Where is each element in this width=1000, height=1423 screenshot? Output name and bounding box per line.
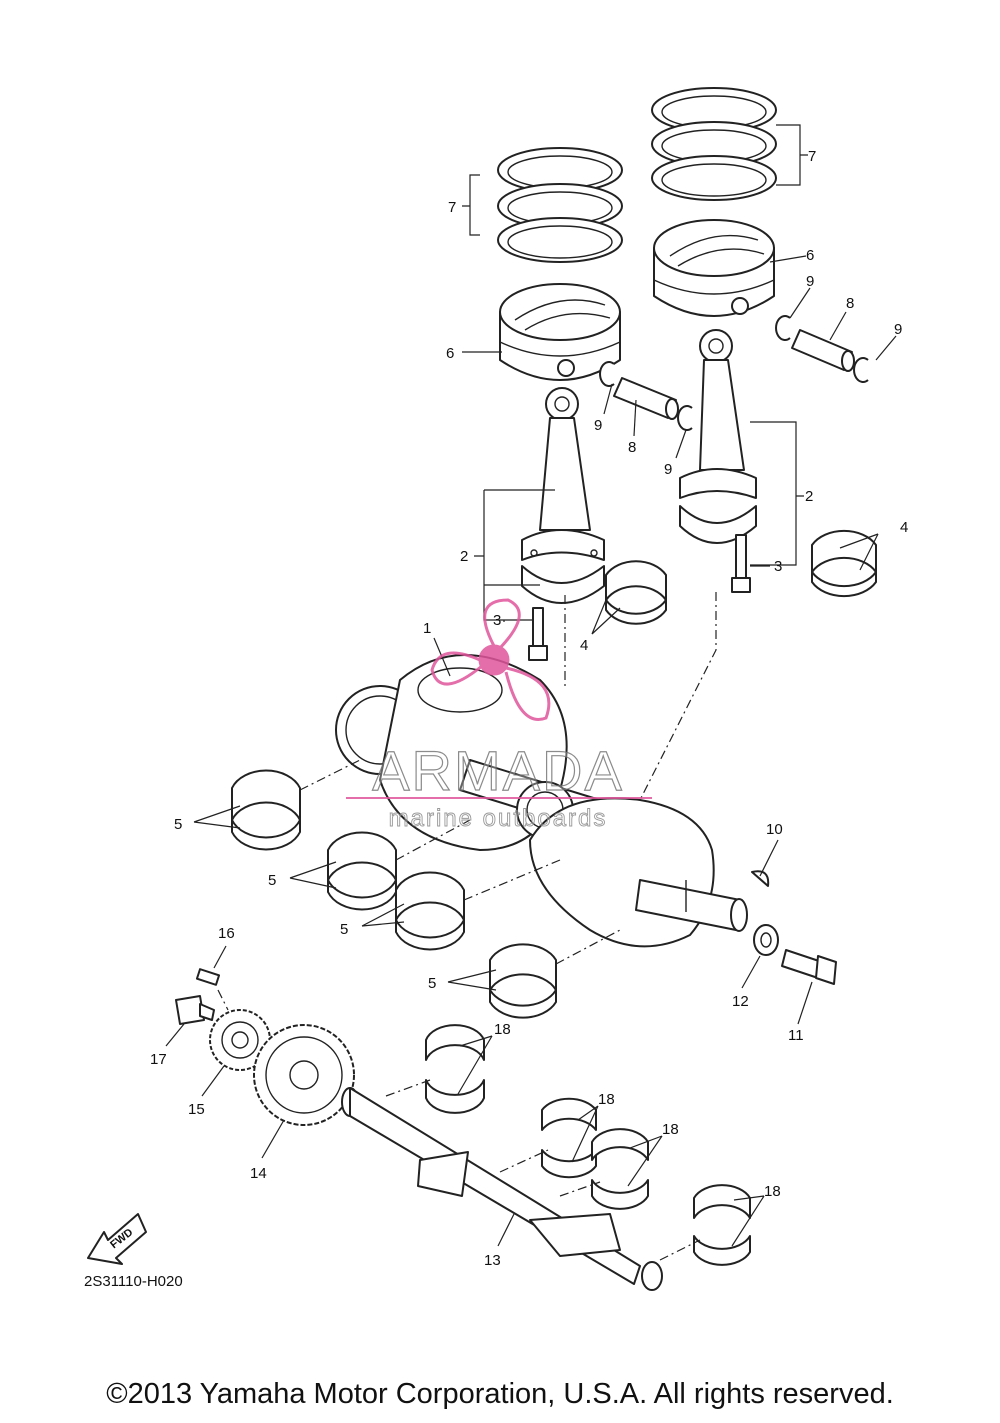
callout-9-c: 9 xyxy=(806,273,814,290)
callout-1: 1 xyxy=(423,620,431,637)
piston-pin-right xyxy=(791,329,855,372)
callout-8-right: 8 xyxy=(846,295,854,312)
callout-5-c: 5 xyxy=(340,921,348,938)
assembly-center-lines xyxy=(217,592,717,1261)
main-bearing-4 xyxy=(489,943,557,1019)
callout-7-right: 7 xyxy=(808,148,816,165)
piston-left xyxy=(499,283,621,381)
callout-18-c: 18 xyxy=(662,1121,679,1138)
callout-5-d: 5 xyxy=(428,975,436,992)
callout-9-a: 9 xyxy=(594,417,602,434)
circlip-right xyxy=(775,315,869,383)
rod-bearing-right xyxy=(811,529,877,598)
callout-2-right: 2 xyxy=(805,488,813,505)
callout-4-right: 4 xyxy=(900,519,908,536)
watermark-tagline: marine outboards xyxy=(389,805,608,832)
piston-pin-left xyxy=(613,377,679,420)
fwd-arrow-icon: FWD xyxy=(87,1213,147,1265)
callout-16: 16 xyxy=(218,925,235,942)
callout-13: 13 xyxy=(484,1252,501,1269)
crank-washer xyxy=(753,924,779,956)
piston-ring-set-right xyxy=(651,87,777,201)
callout-9-d: 9 xyxy=(894,321,902,338)
callout-9-b: 9 xyxy=(664,461,672,478)
rod-bearing-left xyxy=(605,560,667,625)
callout-3-left: 3 xyxy=(493,612,501,629)
drawing-code: 2S31110-H020 xyxy=(84,1273,183,1290)
callout-labels: 1 2 2 3 3 4 4 5 5 5 5 6 6 7 7 8 8 9 9 9 … xyxy=(150,148,908,1269)
balancer-gear xyxy=(253,1024,355,1126)
callout-5-b: 5 xyxy=(268,872,276,889)
callout-18-b: 18 xyxy=(598,1091,615,1108)
dowel-pin xyxy=(195,968,221,986)
main-bearing-3 xyxy=(395,871,465,951)
callout-11: 11 xyxy=(788,1027,804,1044)
callout-2-left: 2 xyxy=(460,548,468,565)
balancer-shaft xyxy=(341,1087,663,1291)
crankshaft xyxy=(335,654,748,948)
callout-4-left: 4 xyxy=(580,637,588,654)
callout-12: 12 xyxy=(732,993,749,1010)
gear-bolt xyxy=(175,995,215,1025)
callout-6-left: 6 xyxy=(446,345,454,362)
piston-ring-set-left xyxy=(497,147,623,263)
callout-18-d: 18 xyxy=(764,1183,781,1200)
copyright-notice: ©2013 Yamaha Motor Corporation, U.S.A. A… xyxy=(106,1378,894,1410)
piston-right xyxy=(653,219,775,317)
rod-bolt-right xyxy=(731,534,751,593)
callout-18-a: 18 xyxy=(494,1021,511,1038)
main-bearing-1 xyxy=(231,769,301,851)
callout-5-a: 5 xyxy=(174,816,182,833)
armada-watermark: ARMADA marine outboards xyxy=(346,598,652,832)
armada-logo-icon xyxy=(430,598,551,721)
connecting-rod-left xyxy=(521,387,605,604)
callout-17: 17 xyxy=(150,1051,167,1068)
woodruff-key xyxy=(751,870,770,887)
callout-10: 10 xyxy=(766,821,783,838)
watermark-brand: ARMADA xyxy=(372,739,624,802)
callout-15: 15 xyxy=(188,1101,205,1118)
crank-bolt xyxy=(781,949,837,985)
callout-7-left: 7 xyxy=(448,199,456,216)
connecting-rod-right xyxy=(679,329,757,544)
callout-14: 14 xyxy=(250,1165,267,1182)
callout-8-left: 8 xyxy=(628,439,636,456)
circlip-left xyxy=(599,361,693,431)
main-bearing-2 xyxy=(327,831,397,911)
rod-bolt-left xyxy=(528,607,548,661)
callout-3-right: 3 xyxy=(774,558,782,575)
callout-6-right: 6 xyxy=(806,247,814,264)
balancer-bearings xyxy=(425,1024,751,1266)
